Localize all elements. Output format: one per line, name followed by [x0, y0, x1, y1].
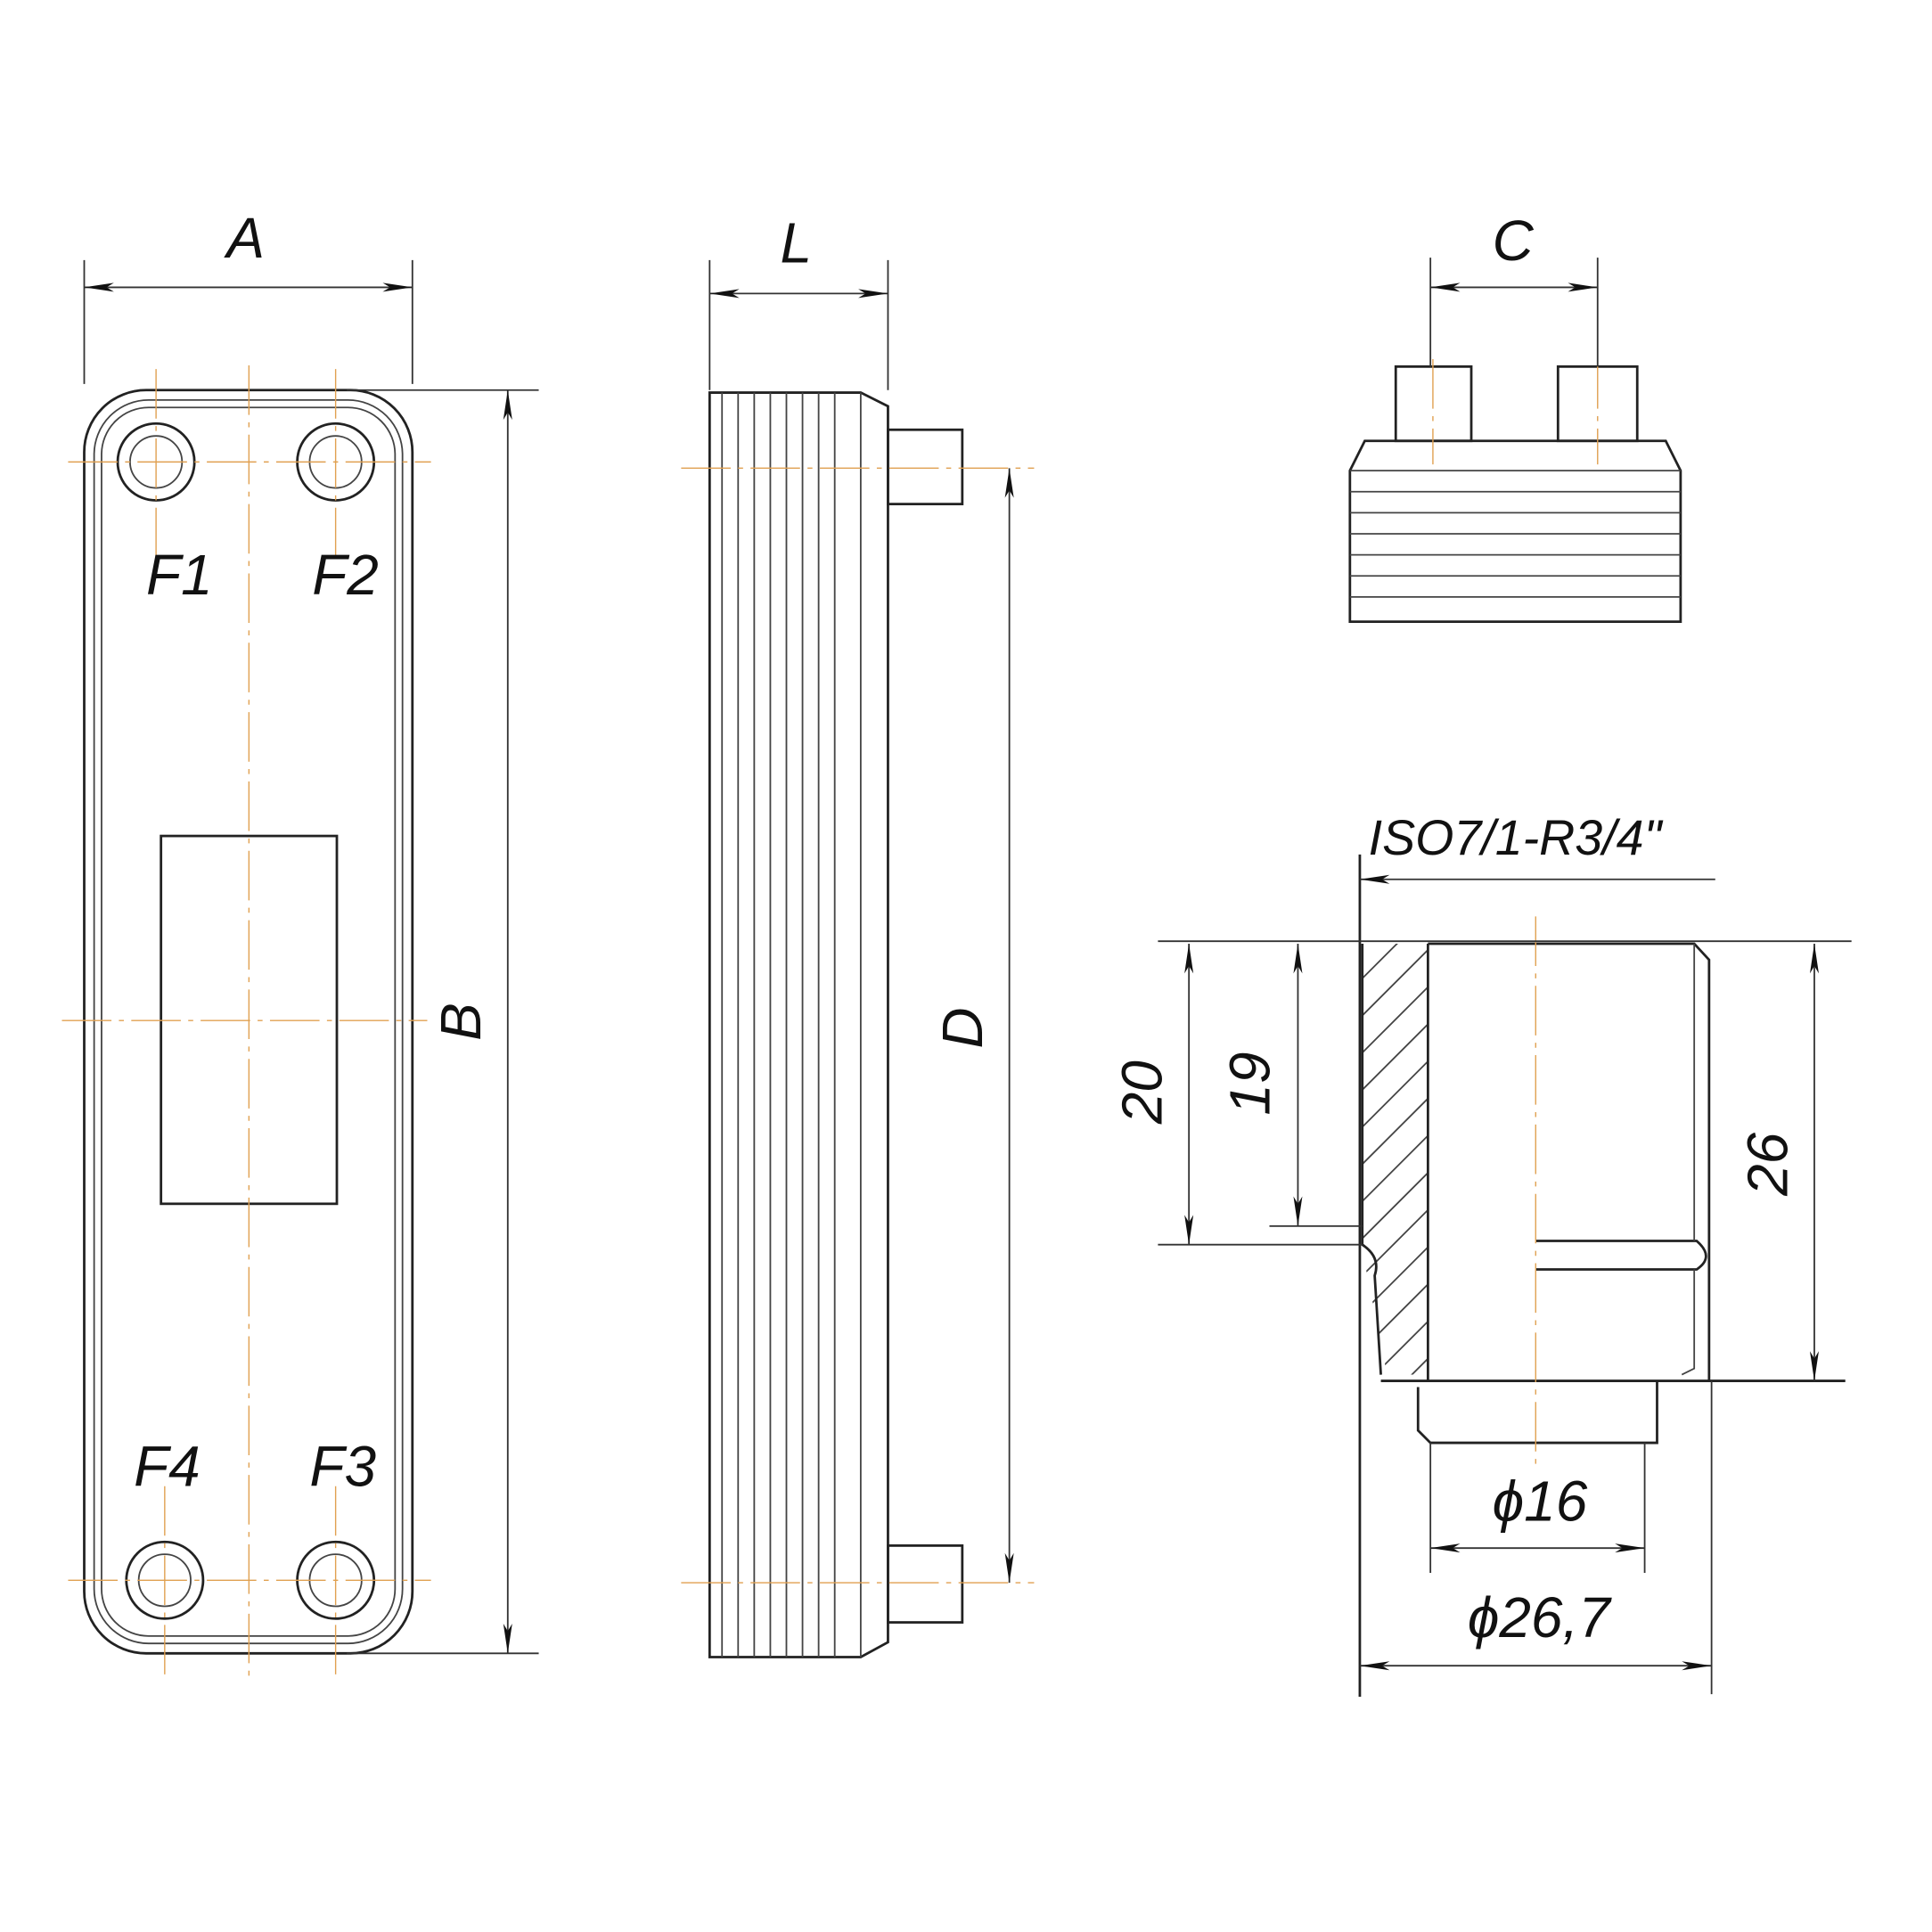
label-b: B: [429, 1003, 493, 1041]
label-a: A: [223, 206, 265, 270]
label-f1: F1: [146, 543, 213, 607]
label-thread: ISO7/1-R3/4": [1369, 810, 1664, 865]
label-f3: F3: [309, 1435, 376, 1499]
connection-detail: ISO7/1-R3/4" 20 19 26 ϕ16 ϕ26,7: [1110, 810, 1852, 1697]
label-f2: F2: [312, 543, 379, 607]
label-d16: ϕ16: [1493, 1469, 1588, 1534]
label-19: 19: [1217, 1052, 1281, 1115]
label-d26-7: ϕ26,7: [1468, 1585, 1612, 1650]
hatched-section: [1362, 943, 1429, 1375]
top-view: C: [1348, 209, 1682, 624]
connector-top: [887, 428, 964, 506]
front-view: A B F1 F2 F3 F4: [61, 206, 539, 1679]
center-lines: [61, 364, 431, 1679]
side-view: L D: [681, 211, 1035, 1658]
label-26: 26: [1735, 1132, 1799, 1197]
connector-bottom: [887, 1544, 964, 1624]
label-d: D: [930, 1007, 995, 1048]
label-l: L: [781, 211, 813, 275]
label-20: 20: [1110, 1060, 1175, 1126]
label-c: C: [1493, 209, 1535, 273]
label-f4: F4: [134, 1435, 201, 1499]
